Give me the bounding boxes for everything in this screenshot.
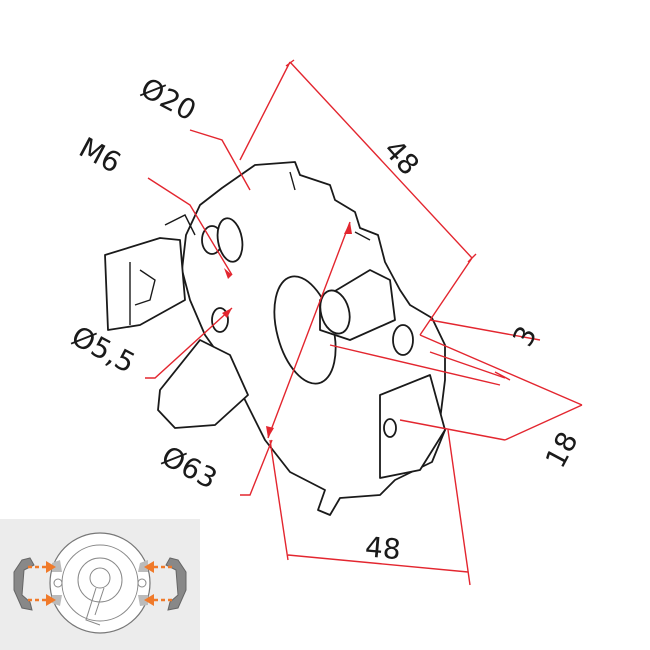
dimension-lines [145, 59, 583, 586]
label-length-48-top: 48 [377, 133, 425, 182]
label-length-3: 3 [506, 321, 544, 352]
adapter-part [104, 161, 446, 516]
label-diameter-20: Ø20 [135, 71, 201, 127]
label-diameter-63: Ø63 [156, 439, 222, 495]
label-length-18: 18 [539, 426, 585, 473]
assembly-inset [0, 519, 200, 650]
label-length-48-bottom: 48 [364, 530, 402, 566]
label-diameter-5-5: Ø5,5 [66, 319, 140, 379]
label-m6: M6 [74, 131, 127, 180]
